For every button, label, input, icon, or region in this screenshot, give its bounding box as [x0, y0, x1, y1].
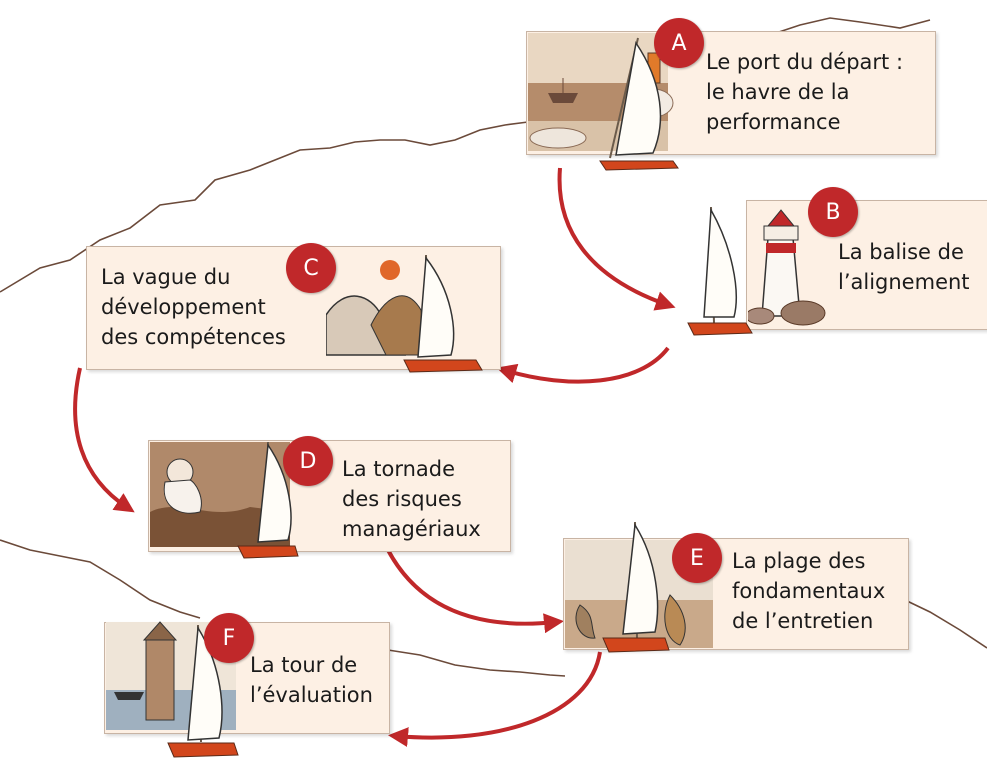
step-label-b: La balise de l’alignement	[838, 240, 970, 294]
lighthouse-icon	[748, 209, 826, 326]
coastline-bottom	[0, 539, 987, 677]
step-label-d: La tornade des risques managériaux	[342, 457, 481, 541]
step-badge-c: C	[286, 243, 336, 293]
step-label-a: Le port du départ : le havre de la perfo…	[706, 50, 904, 134]
route-arrow-c-d	[73, 367, 135, 513]
route-arrow-a-b	[557, 167, 676, 311]
step-badge-e: E	[672, 533, 722, 583]
step-label-f: La tour de l’évaluation	[250, 653, 373, 707]
step-label-c: La vague du développement des compétence…	[101, 265, 286, 349]
step-badge-a: A	[654, 18, 704, 68]
step-label-e: La plage des fondamentaux de l’entretien	[732, 549, 886, 633]
route-arrow-b-c	[496, 346, 670, 384]
harbour-scene-icon	[528, 33, 679, 171]
wave-icon	[326, 255, 483, 373]
step-badge-b: B	[808, 187, 858, 237]
storm-god-icon	[150, 442, 299, 559]
sailboat-b-icon	[687, 206, 753, 336]
route-arrow-e-f	[388, 651, 602, 747]
step-badge-f: F	[204, 613, 254, 663]
step-badge-d: D	[283, 436, 333, 486]
route-arrow-d-e	[386, 549, 564, 634]
